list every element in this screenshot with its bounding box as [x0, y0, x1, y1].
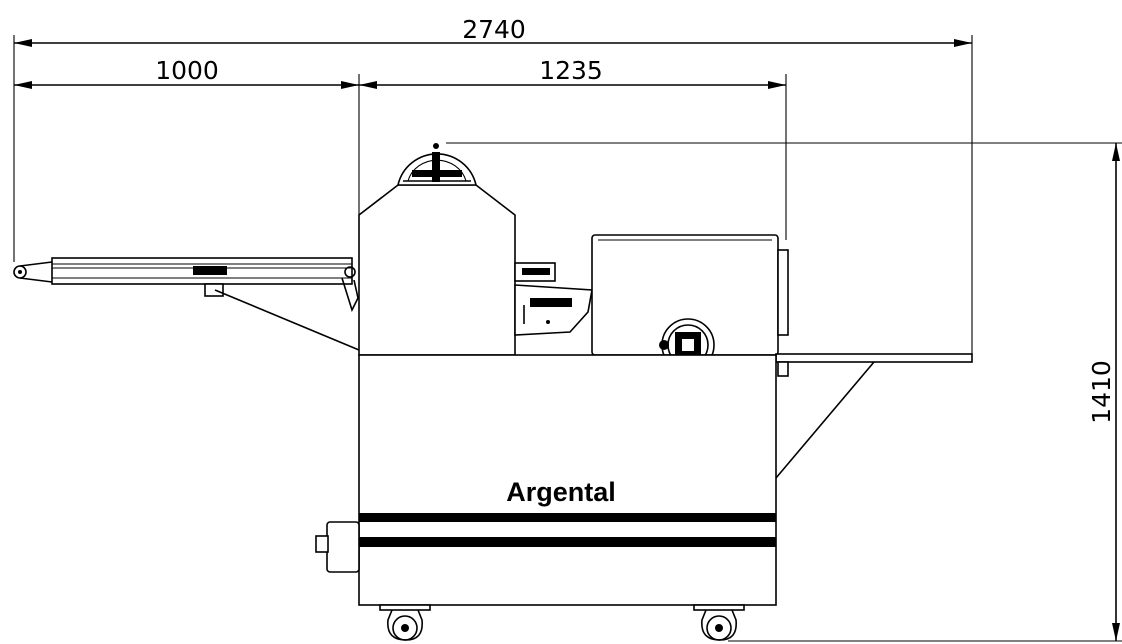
- dimension-total-length: 2740: [13, 15, 973, 355]
- height-label: 1410: [1087, 360, 1116, 424]
- transfer-section: [514, 262, 593, 336]
- dimension-infeed-length: 1000: [14, 56, 360, 215]
- decor-stripe-top: [359, 513, 776, 522]
- dimension-machine-length: 1235: [359, 56, 787, 240]
- infeed-length-label: 1000: [155, 56, 219, 85]
- machine-length-label: 1235: [539, 56, 603, 85]
- sheeter-head: [358, 143, 516, 356]
- base-cabinet: Argental: [315, 354, 777, 606]
- direction-arrow-icon: [193, 266, 227, 275]
- decor-stripe-bottom: [359, 537, 776, 547]
- total-length-label: 2740: [462, 15, 526, 44]
- thickness-scale-icon: [412, 170, 462, 177]
- motor-housing: [326, 521, 360, 573]
- adjustment-lever-icon: [432, 152, 440, 182]
- infeed-conveyor: [13, 257, 360, 351]
- outfeed-table: [775, 353, 973, 479]
- caster-wheel-left: [379, 604, 431, 641]
- moulding-unit: [591, 234, 789, 372]
- brand-label: Argental: [506, 477, 616, 507]
- dimension-height: 1410: [446, 142, 1122, 642]
- transfer-arrow-icon: [530, 298, 572, 307]
- caster-wheel-right: [693, 604, 745, 641]
